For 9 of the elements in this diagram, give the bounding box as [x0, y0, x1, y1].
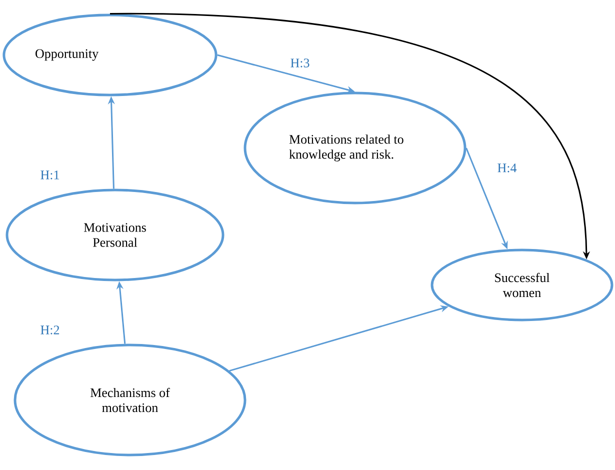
- edge-label: H:2: [39, 324, 61, 336]
- edge-label: H:4: [496, 162, 518, 174]
- ellipse-node: Opportunity: [2, 14, 218, 96]
- ellipse-node: Mechanisms of motivation: [14, 344, 246, 456]
- edge-label: H:3: [289, 58, 311, 68]
- ellipse-node: Successful women: [430, 248, 614, 322]
- edge-label: H:1: [39, 170, 61, 180]
- ellipse-node: Motivations related to knowledge and risk.: [244, 92, 466, 204]
- ellipse-node: Motivations Personal: [6, 188, 224, 282]
